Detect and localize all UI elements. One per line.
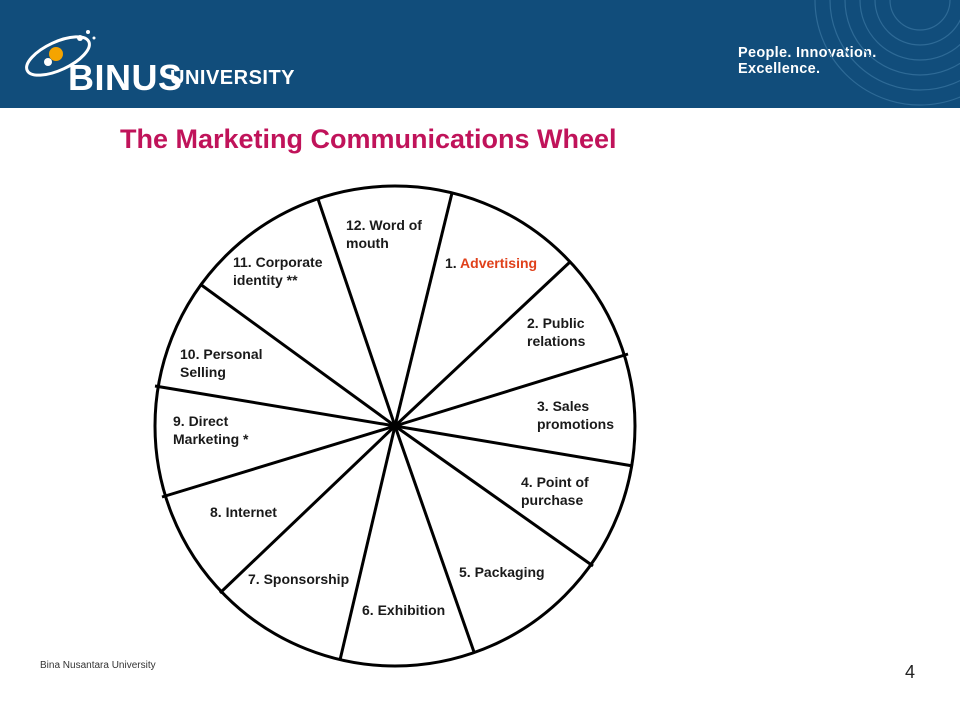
segment-number: 1. <box>445 255 461 271</box>
segment-advertising: 1. Advertising <box>445 254 537 272</box>
segment-point-of-purchase: 4. Point of purchase <box>521 473 589 509</box>
spoke <box>154 384 396 428</box>
segment-label-line2: relations <box>527 333 586 349</box>
spoke <box>394 424 594 568</box>
segment-corporate-identity: 11. Corporate identity ** <box>233 253 322 289</box>
spoke <box>393 192 454 427</box>
spoke <box>394 424 634 468</box>
segment-direct-marketing: 9. Direct Marketing * <box>173 412 248 448</box>
segment-label-line1: 6. Exhibition <box>362 602 446 618</box>
segment-label-line1: 8. Internet <box>210 504 277 520</box>
segment-public-relations: 2. Public relations <box>527 314 585 350</box>
segment-sponsorship: 7. Sponsorship <box>248 570 349 588</box>
segment-label-line2: mouth <box>346 235 389 251</box>
segment-label-line2: purchase <box>521 492 584 508</box>
header-bar: BINUS UNIVERSITY People. Innovation. Exc… <box>0 0 960 108</box>
segment-label-line1: 2. Public <box>527 315 585 331</box>
spoke <box>393 425 476 653</box>
page-number: 4 <box>905 662 916 682</box>
wheel-spokes <box>154 192 634 661</box>
wave-pattern-icon <box>814 0 960 106</box>
spoke <box>218 424 397 595</box>
segment-word-of-mouth: 12. Word of mouth <box>346 216 422 252</box>
brand-subtitle: UNIVERSITY <box>170 67 296 89</box>
segment-label-line2: Marketing * <box>173 431 249 447</box>
segment-label-line1: 10. Personal <box>180 346 263 362</box>
segment-label-line1: 7. Sponsorship <box>248 571 350 587</box>
spoke <box>199 282 396 428</box>
footer-institution: Bina Nusantara University <box>40 660 156 671</box>
segment-sales-promotions: 3. Sales promotions <box>537 397 614 433</box>
segment-label-line2: promotions <box>537 416 614 432</box>
spoke <box>393 259 573 428</box>
segment-personal-selling: 10. Personal Selling <box>180 345 263 381</box>
tagline: People. Innovation. Excellence. <box>738 45 877 77</box>
segment-label-line1: 12. Word of <box>346 217 422 233</box>
segment-label-line1: 4. Point of <box>521 474 589 490</box>
segment-label-line2: Selling <box>180 364 226 380</box>
slide-title: The Marketing Communications Wheel <box>120 124 617 154</box>
segment-label-line1: 11. Corporate <box>233 254 323 270</box>
spoke <box>316 198 397 427</box>
segment-label-line2: identity ** <box>233 272 298 288</box>
spoke <box>394 352 629 428</box>
segment-exhibition: 6. Exhibition <box>362 601 445 619</box>
binus-logo-icon <box>25 30 96 77</box>
segment-label-line1: 5. Packaging <box>459 564 545 580</box>
segment-label-line1: 9. Direct <box>173 413 229 429</box>
segment-label-accent: Advertising <box>460 255 538 271</box>
spoke <box>338 425 397 661</box>
segment-internet: 8. Internet <box>210 503 277 521</box>
segment-label-line1: 3. Sales <box>537 398 590 414</box>
spoke <box>161 424 396 499</box>
brand-name: BINUS <box>68 57 183 98</box>
segment-packaging: 5. Packaging <box>459 563 545 581</box>
